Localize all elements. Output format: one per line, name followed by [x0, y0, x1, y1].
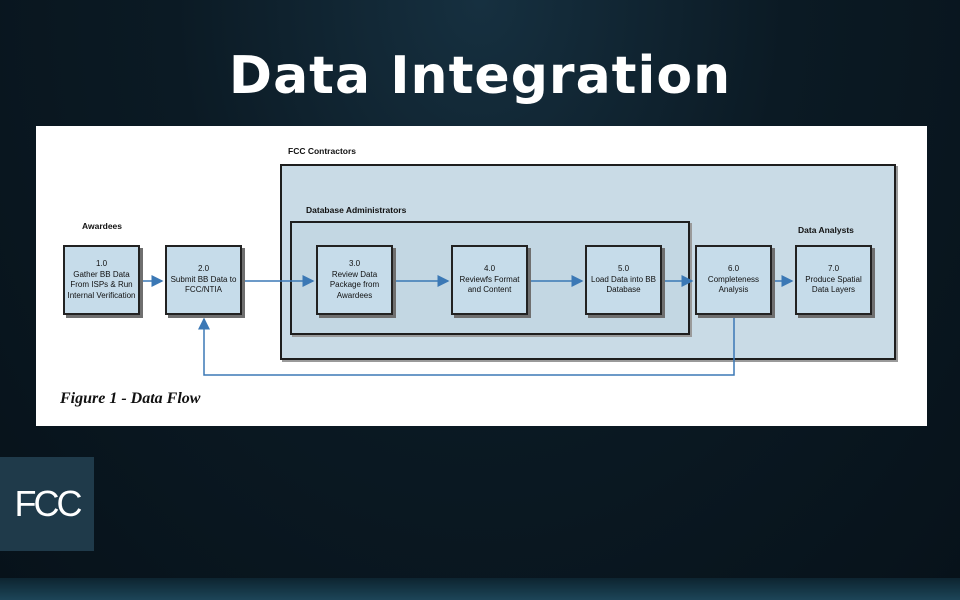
step-3-number: 3.0 — [348, 259, 361, 268]
step-5-load-data: 5.0 Load Data into BB Database — [585, 245, 662, 315]
step-4-text: Reviewfs Format and Content — [459, 274, 520, 295]
step-5-text: Load Data into BB Database — [591, 274, 656, 295]
step-1-text: Gather BB Data From ISPs & Run Internal … — [67, 269, 136, 300]
step-6-number: 6.0 — [727, 264, 740, 274]
database-administrators-label: Database Administrators — [306, 205, 407, 215]
step-7-spatial-layers: 7.0 Produce Spatial Data Layers — [795, 245, 872, 315]
step-6-completeness: 6.0 Completeness Analysis — [695, 245, 772, 315]
step-1-number: 1.0 — [95, 259, 108, 268]
awardees-label: Awardees — [82, 221, 123, 231]
flow-arrows — [141, 275, 794, 376]
step-7-number: 7.0 — [827, 264, 840, 274]
data-analysts-label: Data Analysts — [798, 225, 854, 235]
fcc-logo: FCC — [0, 457, 94, 551]
slide-title: Data Integration — [228, 46, 732, 106]
step-2-submit-data: 2.0 Submit BB Data to FCC/NTIA — [165, 245, 242, 315]
step-1-gather-data: 1.0 Gather BB Data From ISPs & Run Inter… — [63, 245, 140, 315]
step-7-text: Produce Spatial Data Layers — [805, 274, 862, 295]
fcc-contractors-label: FCC Contractors — [288, 146, 357, 156]
step-2-text: Submit BB Data to FCC/NTIA — [170, 274, 237, 295]
bottom-bar — [0, 578, 960, 600]
step-4-review-format: 4.0 Reviewfs Format and Content — [451, 245, 528, 315]
fcc-logo-text: FCC — [14, 483, 83, 524]
step-6-text: Completeness Analysis — [707, 274, 760, 295]
data-flow-figure: FCC Contractors Database Administrators … — [36, 126, 927, 426]
step-2-number: 2.0 — [197, 264, 210, 274]
figure-caption: Figure 1 - Data Flow — [60, 390, 201, 407]
step-3-text: Review Data Package from Awardees — [329, 269, 380, 300]
step-3-review-package: 3.0 Review Data Package from Awardees — [316, 245, 393, 315]
step-4-number: 4.0 — [483, 264, 496, 274]
arrow-6-feedback-to-2 — [198, 317, 735, 376]
step-5-number: 5.0 — [617, 264, 630, 274]
